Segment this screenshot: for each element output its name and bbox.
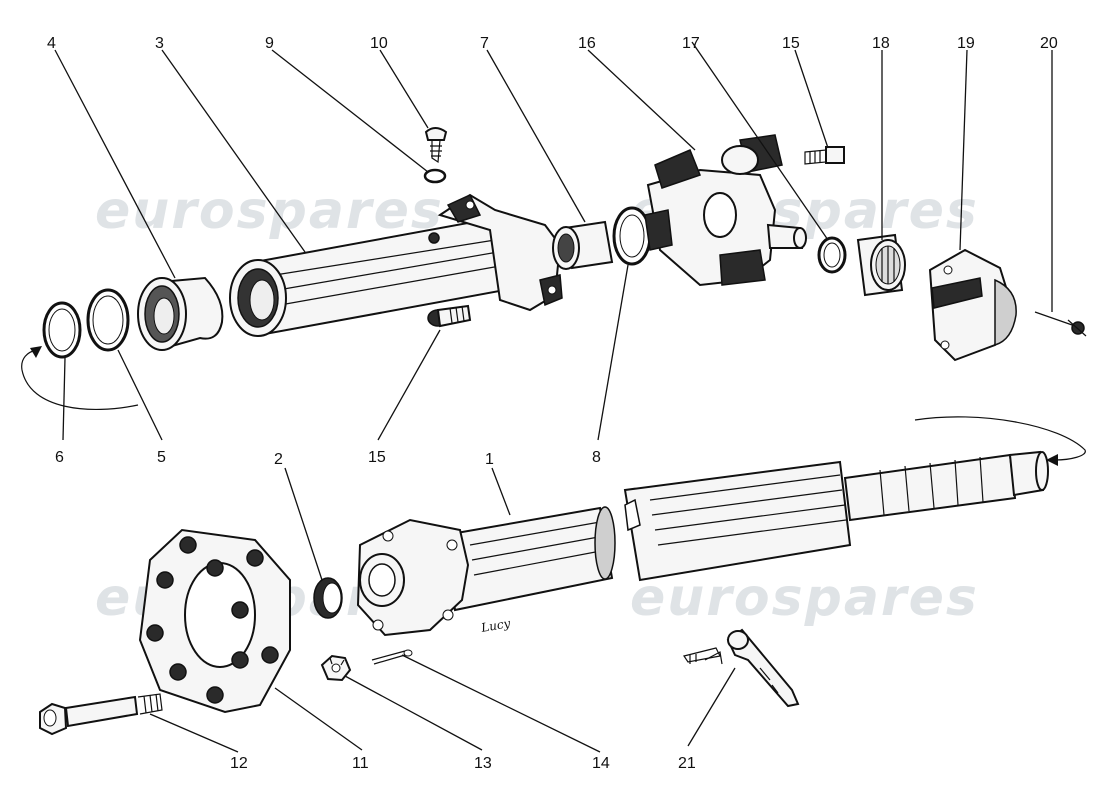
part-21-ignition-lock [683, 628, 800, 708]
part-16-universal-joint [644, 134, 807, 287]
artist-signature: Lucy [479, 616, 511, 635]
callout-21: 21 [678, 755, 696, 772]
callout-9: 9 [265, 35, 274, 52]
part-19-yoke [928, 248, 1017, 362]
watermark-bottom-right: eurospares [630, 568, 979, 628]
part-18-needle-bearing [856, 233, 906, 297]
part-flange-housing [437, 193, 563, 312]
part-12-long-bolt [39, 693, 163, 736]
callout-1: 1 [485, 451, 494, 468]
callout-labels: 4 3 9 10 7 16 17 15 18 19 20 6 5 15 8 2 … [47, 35, 1058, 772]
callout-11: 11 [352, 755, 369, 772]
callout-12: 12 [230, 755, 248, 772]
part-17-ring [817, 236, 847, 274]
coupling-bolt-holes [146, 536, 279, 704]
part-6-circlip [42, 301, 82, 359]
arrow-head-right [1046, 454, 1058, 466]
part-15-cap-screw [427, 304, 472, 328]
callout-14: 14 [592, 755, 610, 772]
callout-10: 10 [370, 35, 388, 52]
assembly-arrow-right [914, 416, 1086, 461]
part-11-flexible-coupling [138, 528, 291, 714]
part-14-cotter-pin [371, 649, 413, 665]
callout-19: 19 [957, 35, 975, 52]
callout-13: 13 [474, 755, 492, 772]
arrow-head-left [30, 346, 42, 358]
part-1-steering-shaft [443, 450, 1049, 612]
part-9-washer [423, 168, 447, 184]
part-7-bearing-sleeve [552, 220, 614, 270]
part-1-flange [356, 518, 470, 637]
callout-18: 18 [872, 35, 890, 52]
callout-20: 20 [1040, 35, 1058, 52]
callout-6: 6 [55, 449, 64, 466]
part-4-bushing [137, 276, 224, 351]
part-15-bolt-top [804, 146, 845, 165]
leader-lines [54, 41, 1053, 753]
callout-2: 2 [274, 451, 283, 468]
watermark-top-left: eurospares [95, 181, 444, 241]
callout-17: 17 [682, 35, 700, 52]
callout-15-top: 15 [782, 35, 800, 52]
part-2-seal-disc [313, 577, 343, 619]
part-20-pin [1034, 311, 1087, 337]
callout-8: 8 [592, 449, 601, 466]
callout-5: 5 [157, 449, 166, 466]
callout-3: 3 [155, 35, 164, 52]
part-10-screw [424, 127, 448, 164]
callout-7: 7 [480, 35, 489, 52]
assembly-arrow-left [21, 349, 139, 410]
part-5-ring [86, 288, 130, 352]
part-13-castle-nut [320, 654, 352, 682]
callout-16: 16 [578, 35, 596, 52]
callout-4: 4 [47, 35, 56, 52]
callout-15-bottom: 15 [368, 449, 386, 466]
